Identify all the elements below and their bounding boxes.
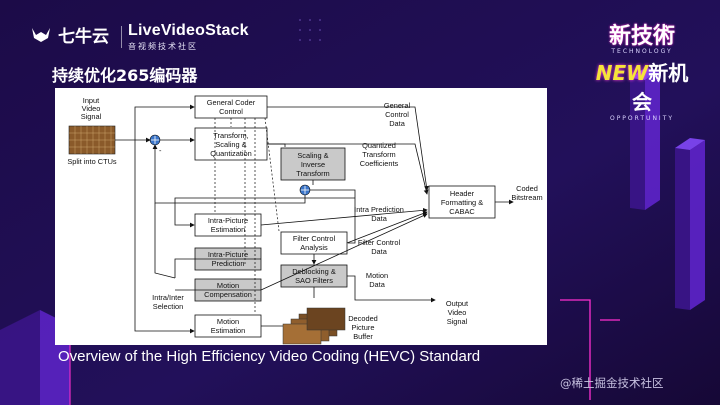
livevideostack-logo-text: LiveVideoStack bbox=[128, 22, 249, 39]
diagram-label: Formatting & bbox=[441, 198, 483, 207]
diagram-label: Deblocking & bbox=[292, 267, 336, 276]
diagram-label: Transform bbox=[296, 169, 329, 178]
split-ctus-label: Split into CTUs bbox=[67, 157, 117, 166]
diagram-label: Motion bbox=[217, 317, 239, 326]
diagram-label: Header bbox=[450, 189, 475, 198]
diagram-caption: Overview of the High Efficiency Video Co… bbox=[58, 348, 481, 365]
diagram-label: Analysis bbox=[300, 243, 328, 252]
input-label-1: Input bbox=[83, 96, 99, 105]
diagram-label: Filter Control bbox=[358, 238, 401, 247]
diagram-label: Prediction bbox=[212, 259, 245, 268]
diagram-label: Scaling & bbox=[215, 140, 246, 149]
diagram-label: Intra/Inter bbox=[152, 293, 184, 302]
qiniu-bull-icon bbox=[32, 27, 50, 42]
brand-tag2: OPPORTUNITY bbox=[609, 115, 675, 122]
brand-slogan: 新技術 TECHNOLOGY NEW新机会 OPPORTUNITY bbox=[586, 18, 698, 122]
brand-tag1: TECHNOLOGY bbox=[611, 48, 673, 55]
input-label-2: Video bbox=[82, 104, 101, 113]
brand-line2-wrap: NEW新机会 bbox=[586, 57, 698, 115]
hevc-diagram-panel: Input Video Signal Split into CTUs Gener… bbox=[55, 88, 547, 345]
diagram-label: Motion bbox=[366, 271, 388, 280]
diagram-label: Compensation bbox=[204, 290, 252, 299]
neon-line bbox=[560, 299, 591, 400]
hevc-encoder-diagram: Input Video Signal Split into CTUs Gener… bbox=[67, 95, 543, 345]
diagram-label: Intra Prediction bbox=[354, 205, 404, 214]
diagram-label: Coefficients bbox=[360, 159, 399, 168]
header-cabac-block bbox=[428, 185, 496, 219]
diagram-label: Data bbox=[389, 119, 406, 128]
qiniu-logo-text: 七牛云 bbox=[58, 27, 109, 46]
diagram-label: Control bbox=[385, 110, 409, 119]
diagram-label: Signal bbox=[447, 317, 468, 326]
diagram-label: Intra-Picture bbox=[208, 250, 248, 259]
diagram-label: Inverse bbox=[301, 160, 325, 169]
brand-new: NEW bbox=[595, 61, 649, 85]
diagram-label: Bitstream bbox=[511, 193, 542, 202]
minus-sign: - bbox=[159, 146, 162, 155]
page-title: 持续优化265编码器 bbox=[52, 66, 198, 85]
diagram-label: Video bbox=[448, 308, 467, 317]
input-frame-thumbnail bbox=[68, 125, 116, 155]
diagram-label: Quantization bbox=[210, 149, 252, 158]
diagram-label: Buffer bbox=[353, 332, 373, 341]
diagram-label: Transform, bbox=[213, 131, 248, 140]
diagram-label: Selection bbox=[153, 302, 183, 311]
diagram-label: Decoded bbox=[348, 314, 378, 323]
watermark: @稀土掘金技术社区 bbox=[560, 376, 664, 390]
diagram-label: Filter Control bbox=[293, 234, 336, 243]
diagram-label: Data bbox=[371, 214, 388, 223]
diagram-label: Estimation bbox=[211, 326, 246, 335]
diagram-label: Data bbox=[369, 280, 386, 289]
diagram-label: General Coder bbox=[207, 98, 256, 107]
diagram-label: CABAC bbox=[449, 207, 475, 216]
diagram-label: Data bbox=[371, 247, 388, 256]
bar-decoration-left bbox=[0, 310, 130, 405]
diagram-label: Quantized bbox=[362, 141, 396, 150]
input-label-3: Signal bbox=[81, 112, 102, 121]
diagram-label: Output bbox=[446, 299, 468, 308]
diagram-label: SAO Filters bbox=[295, 276, 333, 285]
decoded-picture-buffer-frames bbox=[282, 307, 346, 345]
scaling-inverse-block bbox=[280, 147, 346, 181]
diagram-label: Motion bbox=[217, 281, 239, 290]
diagram-label: Estimation bbox=[211, 225, 246, 234]
livevideostack-logo: LiveVideoStack 音视频技术社区 bbox=[128, 22, 249, 52]
diagram-label: General bbox=[384, 101, 411, 110]
bar-decoration-right bbox=[630, 68, 705, 310]
logo-separator bbox=[121, 26, 122, 48]
diagram-label: Coded bbox=[516, 184, 538, 193]
diagram-label: Control bbox=[219, 107, 243, 116]
qiniu-logo: 七牛云 bbox=[30, 22, 109, 47]
livevideostack-logo-subtitle: 音视频技术社区 bbox=[128, 42, 198, 51]
brand-line1: 新技術 bbox=[608, 24, 675, 49]
diagram-label: Picture bbox=[351, 323, 374, 332]
diagram-label: Intra-Picture bbox=[208, 216, 248, 225]
diagram-label: Transform bbox=[362, 150, 395, 159]
diagram-label: Scaling & bbox=[297, 151, 328, 160]
brand-line2: 新机会 bbox=[632, 61, 689, 114]
